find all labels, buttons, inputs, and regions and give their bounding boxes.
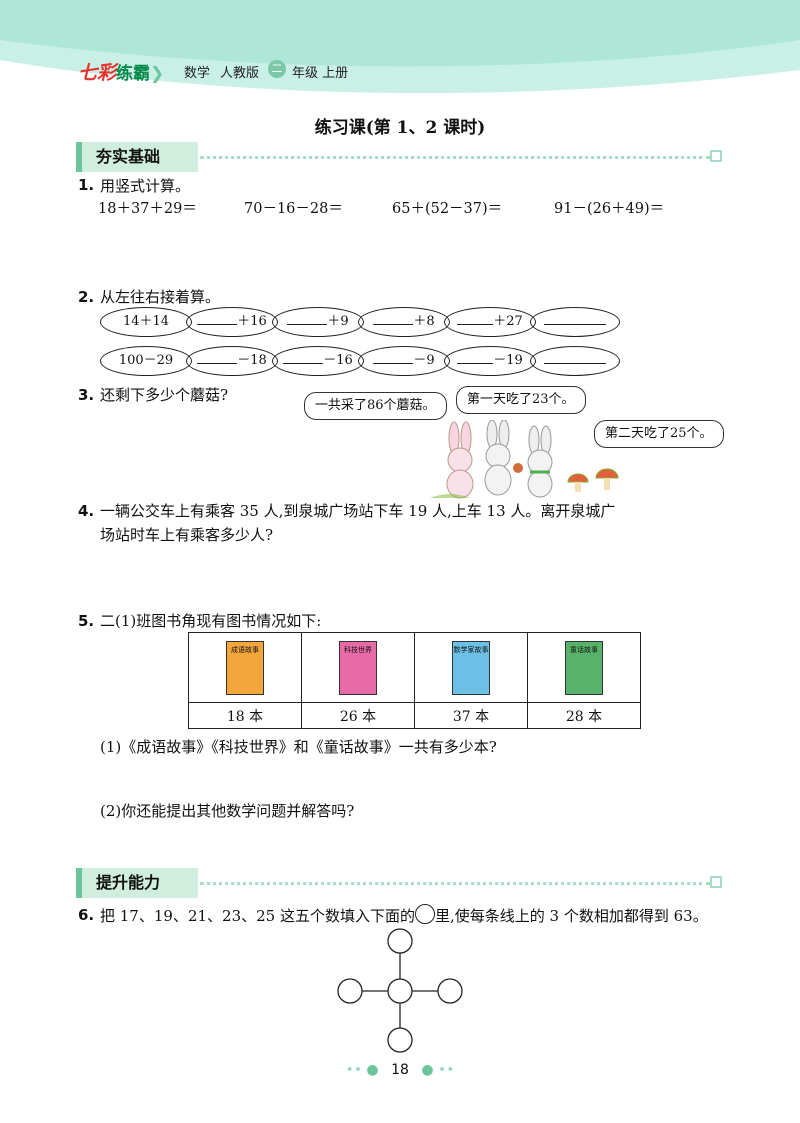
book-cover: 成语故事: [226, 640, 264, 695]
chain-oval-result: [530, 346, 620, 376]
q4-text-line2: 场站时车上有乘客多少人?: [100, 526, 274, 544]
book-count: 37 本: [414, 702, 528, 729]
chain-oval: ＋8: [358, 307, 450, 337]
page-number: •• ● 18 ● ••: [345, 1062, 455, 1078]
header-band: [0, 0, 800, 94]
q5-sub2: (2)你还能提出其他数学问题并解答吗?: [100, 802, 355, 820]
chain-oval: －19: [444, 346, 536, 376]
section-divider: [200, 882, 710, 885]
section-divider: [200, 156, 710, 159]
speech-bubble: 一共采了86个蘑菇。: [304, 392, 447, 420]
books-table: 成语故事 科技世界 数学家故事 童话故事 18 本 26 本 37 本 28 本: [188, 632, 641, 729]
brand-logo: 七彩练霸❯: [78, 62, 165, 84]
page-title: 练习课(第 1、2 课时): [314, 118, 486, 138]
q4-number: 4.: [78, 502, 95, 520]
q2-number: 2.: [78, 288, 95, 306]
book-cell: 成语故事: [188, 632, 302, 703]
circle-icon: [414, 904, 435, 924]
book-cover: 数学家故事: [452, 640, 490, 695]
q6-text: 把 17、19、21、23、25 这五个数填入下面的里,使每条线上的 3 个数相…: [100, 904, 708, 926]
brand-part2: 练霸: [116, 64, 151, 84]
book-cover: 科技世界: [339, 640, 377, 695]
q1-expr: 70－16－28＝: [244, 201, 343, 217]
q1-expr: 91－(26＋49)＝: [554, 201, 665, 217]
q2-text: 从左往右接着算。: [100, 288, 221, 306]
q1-expr: 18＋37＋29＝: [98, 201, 197, 217]
q1-expr: 65＋(52－37)＝: [392, 201, 503, 217]
chain-oval: ＋9: [272, 307, 364, 337]
book-cover: 童话故事: [565, 640, 603, 695]
header-subject: 数学: [184, 66, 211, 81]
q3-number: 3.: [78, 386, 95, 404]
section-divider-end: [710, 876, 722, 888]
book-count: 26 本: [301, 702, 415, 729]
section-label-basics: 夯实基础: [76, 142, 198, 172]
chain-oval: ＋16: [186, 307, 278, 337]
header-grade: 年级 上册: [292, 66, 349, 81]
chain-oval: ＋27: [444, 307, 536, 337]
chain-oval-result: [530, 307, 620, 337]
header-edition: 人教版: [220, 66, 260, 81]
book-cell: 童话故事: [527, 632, 641, 703]
section-divider-end: [710, 150, 722, 162]
chain-oval-start: 14＋14: [100, 307, 192, 337]
q5-sub1: (1)《成语故事》《科技世界》和《童话故事》一共有多少本?: [100, 738, 497, 756]
book-count: 18 本: [188, 702, 302, 729]
book-count: 28 本: [527, 702, 641, 729]
rabbits-mushrooms-illustration: [430, 420, 619, 499]
q4-text-line1: 一辆公交车上有乘客 35 人,到泉城广场站下车 19 人,上车 13 人。离开泉…: [100, 502, 616, 520]
chain-oval: －16: [272, 346, 364, 376]
speech-bubble: 第二天吃了25个。: [594, 420, 724, 448]
q1-text: 用竖式计算。: [100, 177, 191, 195]
q6-number: 6.: [78, 906, 95, 924]
section-label-advanced: 提升能力: [76, 868, 198, 898]
cross-diagram: [337, 928, 463, 1053]
chain-oval: －18: [186, 346, 278, 376]
book-cell: 科技世界: [301, 632, 415, 703]
brand-part1: 七彩: [78, 62, 117, 84]
book-cell: 数学家故事: [414, 632, 528, 703]
speech-bubble: 第一天吃了23个。: [456, 386, 586, 414]
grade-badge: 二: [268, 60, 286, 78]
q5-text: 二(1)班图书角现有图书情况如下:: [100, 612, 322, 630]
chain-oval: －9: [358, 346, 450, 376]
q1-number: 1.: [78, 176, 95, 194]
q5-number: 5.: [78, 612, 95, 630]
q3-text: 还剩下多少个蘑菇?: [100, 386, 229, 404]
chain-oval-start: 100－29: [100, 346, 192, 376]
